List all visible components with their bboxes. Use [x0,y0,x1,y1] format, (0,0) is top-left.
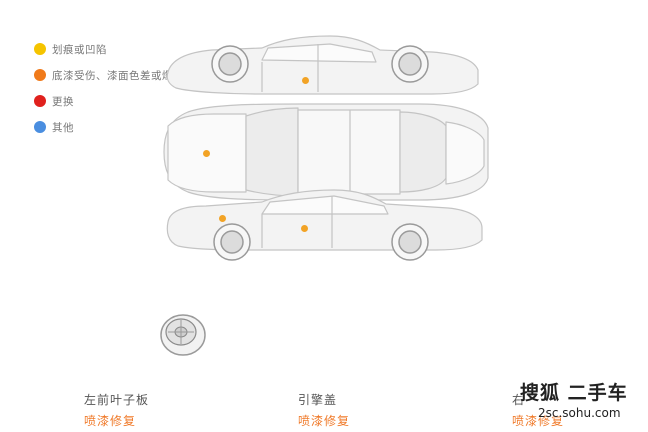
damage-marker-left-door[interactable] [301,225,308,232]
part-status: 喷漆修复 [84,414,137,428]
damage-marker-left-front-fender[interactable] [219,215,226,222]
top-down-view-outline [163,103,489,201]
part-entry: 右 喷漆修复 [512,392,564,430]
part-name: 左前叶子板 [84,393,150,407]
sohu-watermark: 搜狐 二手车 2sc.sohu.com [520,378,628,420]
legend-item-scratch: 划痕或凹陷 [34,36,217,62]
spare-tire-icon [160,314,206,356]
part-name: 右 [512,393,526,407]
part-entry: 左前叶子板 喷漆修复 [84,392,149,430]
legend-label: 其他 [52,121,74,134]
brand-name: 搜狐 二手车 [520,382,628,404]
brand-url: 2sc.sohu.com [538,406,621,420]
legend-item-other: 其他 [34,114,217,140]
part-entry: 引擎盖 喷漆修复 [298,392,350,430]
damage-marker-hood[interactable] [203,150,210,157]
legend-dot-orange-icon [34,69,46,81]
wheels [211,45,429,261]
part-status: 喷漆修复 [512,414,565,428]
damage-marker-right-door[interactable] [302,77,309,84]
legend-label: 更换 [52,95,74,108]
legend-dot-blue-icon [34,121,46,133]
legend-label: 划痕或凹陷 [52,43,107,56]
legend-item-replaced: 更换 [34,88,217,114]
legend-dot-red-icon [34,95,46,107]
legend-dot-yellow-icon [34,43,46,55]
part-name: 引擎盖 [298,393,338,407]
part-status: 喷漆修复 [298,414,351,428]
